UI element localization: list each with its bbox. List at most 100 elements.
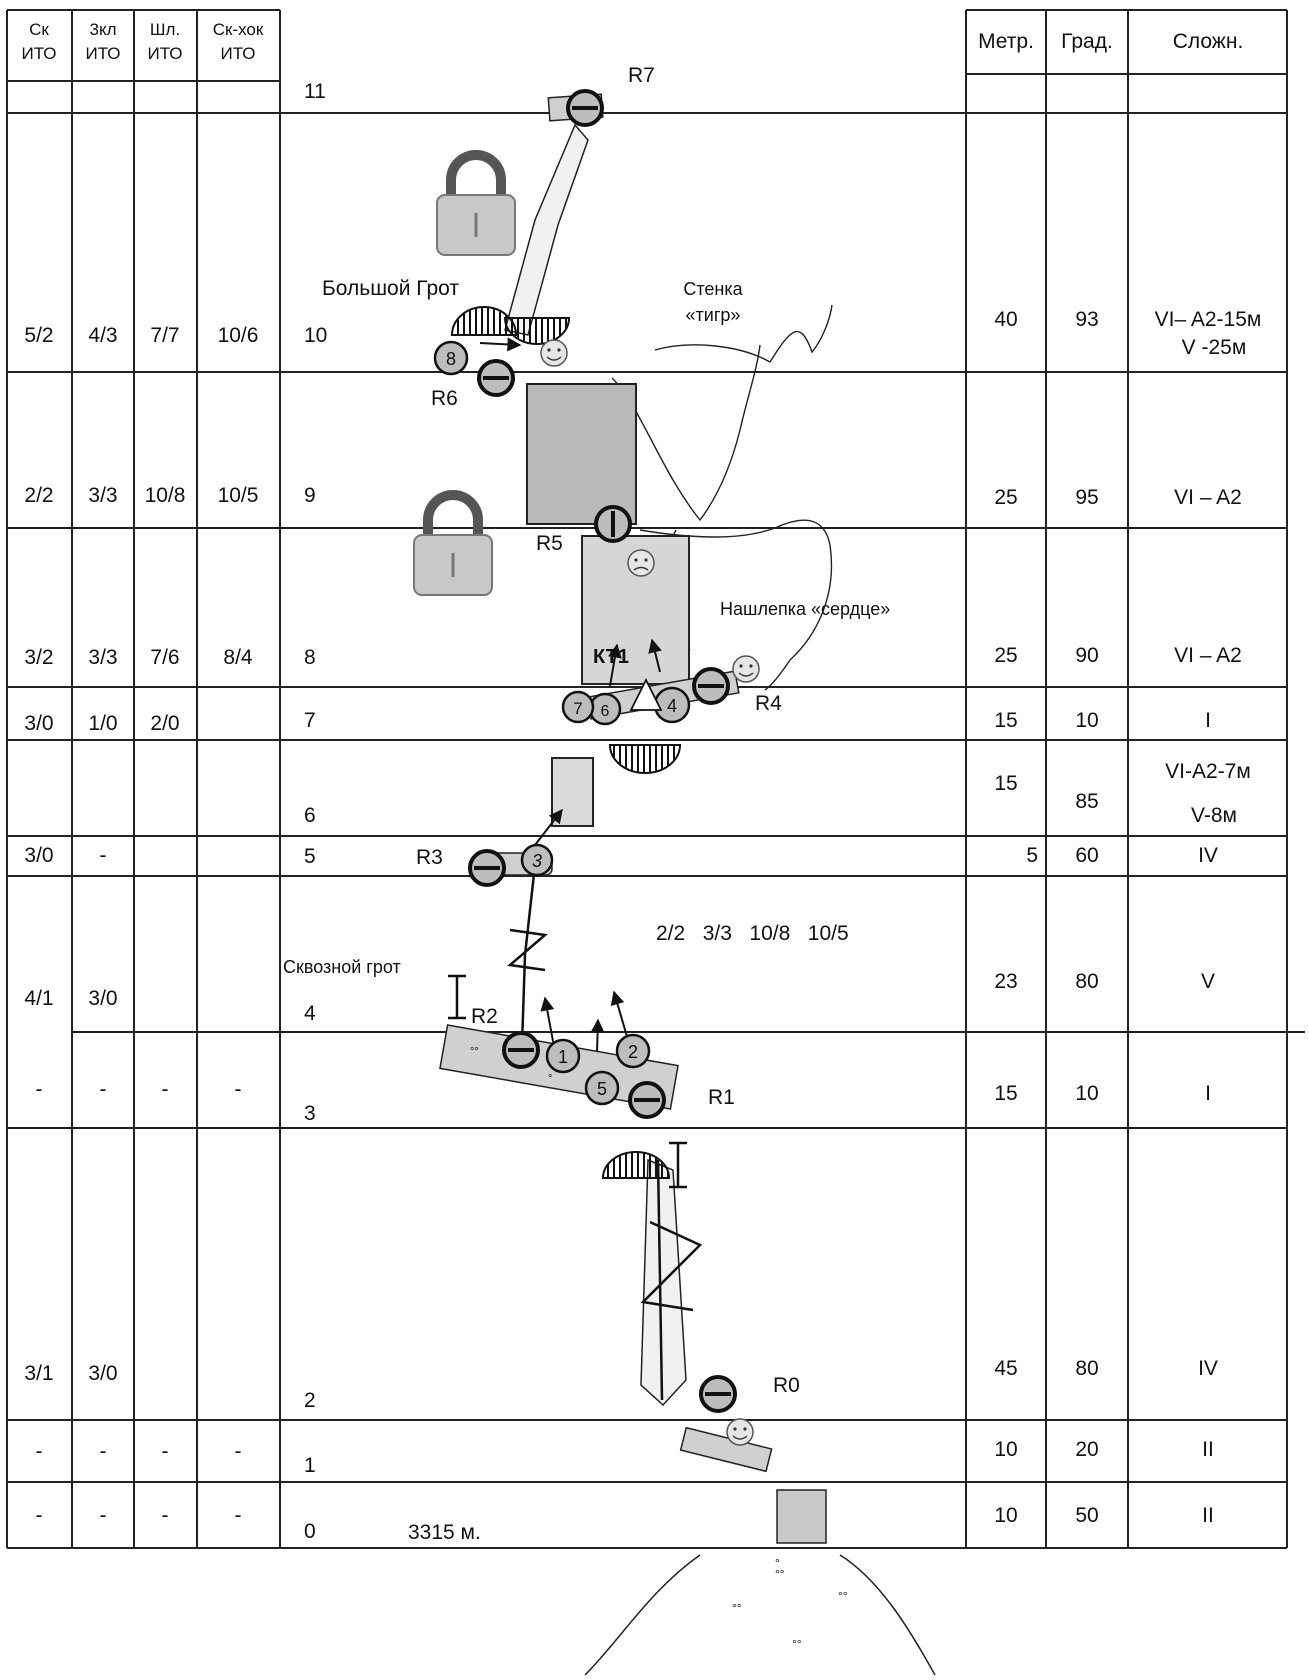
cell-difficulty: I (1205, 709, 1211, 732)
svg-text:°: ° (775, 1556, 780, 1570)
belay-r7-label: R7 (628, 64, 655, 87)
belay-r6-icon (477, 359, 515, 397)
pitch-number: 3 (304, 1102, 316, 1125)
pitch-number: 5 (304, 845, 316, 868)
cell-degrees: 80 (1075, 970, 1098, 993)
feature-labels: Большой Грот Стенка «тигр» Нашлепка «сер… (283, 277, 890, 1544)
cell-skhok: - (235, 1078, 242, 1101)
cell-degrees: 80 (1075, 1357, 1098, 1380)
cell-degrees: 10 (1075, 709, 1098, 732)
cell-shl: 2/0 (150, 712, 179, 735)
cell-zkl: 3/0 (88, 1362, 117, 1385)
start-altitude-label: 3315 м. (408, 1521, 481, 1544)
bivouac-5-marker: 5 (584, 1070, 620, 1106)
scree-dots: °°° °°°° °° (732, 1556, 848, 1651)
tiger-wall-outline (654, 304, 833, 363)
cell-meters: 15 (994, 1082, 1017, 1105)
cell-sk: 5/2 (24, 324, 53, 347)
belay-r3-label: R3 (416, 846, 443, 869)
cell-shl: - (162, 1504, 169, 1527)
belay-r1-label: R1 (708, 1086, 735, 1109)
cell-degrees: 93 (1075, 308, 1098, 331)
happy-face-icon (726, 1418, 754, 1446)
control-point-triangle (629, 677, 663, 711)
cell-skhok: - (235, 1504, 242, 1527)
heart-patch-outline (639, 519, 833, 691)
overhang-symbols (450, 306, 682, 1179)
bivouac-3-marker: 3 (520, 843, 554, 877)
pitch-number: 0 (304, 1520, 316, 1543)
svg-text:8: 8 (446, 349, 456, 369)
cell-difficulty-2: V -25м (1182, 336, 1247, 359)
rock-block-pitch0 (776, 1489, 827, 1544)
cell-difficulty: II (1202, 1438, 1214, 1461)
cell-difficulty-2: V-8м (1191, 804, 1237, 827)
ledge-dots: °° ° (470, 1046, 552, 1085)
heart-patch-label: Нашлепка «сердце» (720, 599, 890, 619)
route-line (507, 864, 703, 1401)
pitch4-ito-line: 2/2 3/3 10/8 10/5 (656, 922, 849, 945)
header-3kl-ito: ИТО (85, 44, 120, 63)
bivouac-2-marker: 2 (615, 1033, 651, 1069)
bivouac-1-marker: 1 (545, 1038, 581, 1074)
cell-skhok: - (235, 1440, 242, 1463)
cell-sk: 4/1 (24, 987, 53, 1010)
cell-sk: - (36, 1504, 43, 1527)
cell-meters: 10 (994, 1504, 1017, 1527)
svg-text:5: 5 (597, 1079, 607, 1099)
svg-text:°°: °° (838, 1589, 848, 1603)
cell-degrees: 95 (1075, 486, 1098, 509)
cell-meters: 25 (994, 644, 1017, 667)
cell-degrees: 90 (1075, 644, 1098, 667)
belay-r7-icon (566, 89, 604, 127)
belay-r4-label: R4 (755, 692, 782, 715)
svg-text:7: 7 (573, 699, 582, 718)
svg-text:°°: °° (470, 1046, 479, 1058)
table-grid (6, 9, 1305, 1549)
header-skhok-ito: ИТО (220, 44, 255, 63)
header-skhok: Ск-хок (213, 20, 264, 39)
cell-difficulty: VI-A2-7м (1165, 760, 1251, 783)
cell-degrees: 20 (1075, 1438, 1098, 1461)
right-headers: Метр. Град. Сложн. (978, 30, 1243, 53)
cell-difficulty: VI – A2 (1174, 486, 1242, 509)
ledge-r0 (679, 1426, 773, 1473)
pitch-number: 6 (304, 804, 316, 827)
cell-degrees: 50 (1075, 1504, 1098, 1527)
bivouac-4-marker: 4 (653, 686, 691, 724)
snow-slope (584, 1554, 936, 1676)
cell-meters: 15 (994, 772, 1017, 795)
cell-meters: 45 (994, 1357, 1017, 1380)
cell-shl: 7/6 (150, 646, 179, 669)
cell-sk: - (36, 1440, 43, 1463)
svg-text:°°: °° (792, 1637, 802, 1651)
cell-zkl: - (100, 1078, 107, 1101)
cell-shl: 10/8 (145, 484, 186, 507)
cell-difficulty: V (1201, 970, 1215, 993)
cell-meters: 40 (994, 308, 1017, 331)
bivouac-8-marker: 8 (433, 340, 469, 376)
tiger-wall-label-1: Стенка (683, 279, 743, 299)
rock-block-pitch9 (526, 383, 637, 525)
bivouac-7-marker: 7 (561, 690, 595, 724)
bivouac-6-marker: 6 (588, 692, 622, 726)
header-difficulty: Сложн. (1173, 30, 1244, 53)
belay-r2-label: R2 (471, 1005, 498, 1028)
belay-r6-label: R6 (431, 387, 458, 410)
cell-skhok: 8/4 (223, 646, 253, 669)
belay-r0-icon (699, 1375, 737, 1413)
left-headers: Ск ИТО 3кл ИТО Шл. ИТО Ск-хок ИТО (21, 20, 263, 63)
header-3kl: 3кл (89, 20, 116, 39)
cell-sk: - (36, 1078, 43, 1101)
cell-zkl: - (100, 844, 107, 867)
rock-crack-outline (611, 344, 761, 522)
svg-text:6: 6 (601, 703, 610, 720)
header-meters: Метр. (978, 30, 1034, 53)
tiger-wall-label-2: «тигр» (686, 305, 741, 325)
belay-r4-icon (692, 667, 730, 705)
lock-icon (413, 490, 493, 596)
belay-r0-label: R0 (773, 1374, 800, 1397)
through-grotto-label: Сквозной грот (283, 957, 401, 977)
cell-difficulty: IV (1198, 1357, 1218, 1380)
